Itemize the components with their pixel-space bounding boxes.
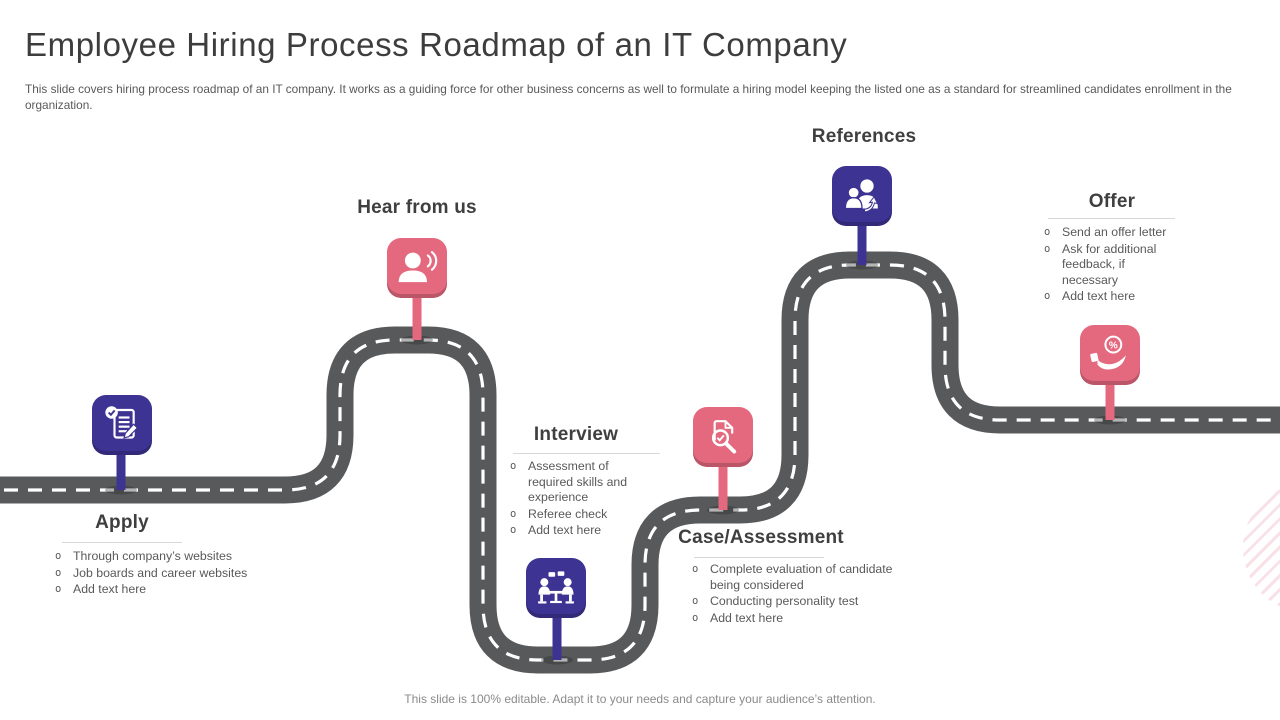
bullet-marker: o (510, 524, 517, 536)
milestone-heading-apply: Apply (95, 512, 149, 533)
document-search-check-icon (693, 407, 753, 467)
milestone-heading-hear-from-us: Hear from us (357, 197, 477, 218)
heading-rule (694, 557, 824, 558)
hand-coin-percent-icon: % (1080, 325, 1140, 385)
heading-rule (62, 542, 182, 543)
people-referral-icon (832, 166, 892, 226)
milestone-heading-case-assessment: Case/Assessment (678, 527, 844, 548)
bullet-marker: o (692, 563, 699, 575)
bullet-marker: o (692, 611, 699, 624)
bullet-marker: o (510, 460, 517, 472)
milestone-heading-offer: Offer (1088, 191, 1136, 212)
bullet-marker: o (692, 595, 699, 607)
footer-note: This slide is 100% editable. Adapt it to… (404, 692, 876, 706)
bullet-marker: o (1044, 242, 1051, 255)
milestone-heading-references: References (811, 126, 917, 147)
person-speaking-icon (387, 238, 447, 298)
svg-text:%: % (1109, 340, 1118, 351)
sign-posts (116, 220, 1115, 660)
bullet-marker: o (510, 507, 517, 520)
slide-description: This slide covers hiring process roadmap… (25, 82, 1232, 112)
road-center-dashes (0, 263, 1280, 662)
heading-rule (1048, 218, 1175, 219)
checklist-pencil-icon (92, 395, 152, 455)
heading-rule (513, 453, 660, 454)
bullet-marker: o (55, 550, 62, 562)
bullet-marker: o (1044, 290, 1051, 302)
bullet-marker: o (55, 566, 62, 579)
interview-discussion-icon (526, 558, 586, 618)
milestone-heading-interview: Interview (533, 424, 619, 445)
bullet-marker: o (1044, 226, 1051, 238)
page-title: Employee Hiring Process Roadmap of an IT… (25, 26, 848, 63)
bullet-marker: o (55, 583, 62, 595)
